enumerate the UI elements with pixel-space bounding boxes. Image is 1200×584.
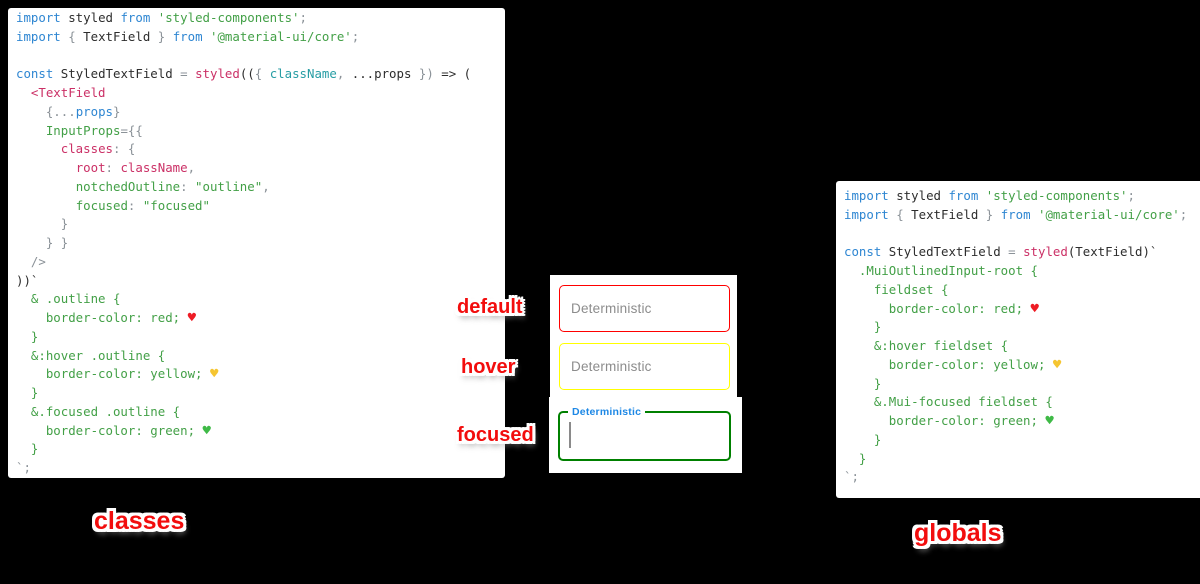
code-line: &:hover .outline { bbox=[16, 347, 166, 363]
heart-green-icon: ♥ bbox=[1045, 413, 1054, 429]
annotation-default: default bbox=[457, 296, 523, 318]
code-line: } } bbox=[45, 235, 69, 250]
code-panel-classes: import styled from 'styled-components'; i… bbox=[8, 8, 505, 478]
code-line: import styled from 'styled-components'; bbox=[16, 10, 307, 25]
code-line: <TextField bbox=[30, 85, 106, 100]
code-line: } bbox=[844, 319, 882, 335]
caption-globals: globals bbox=[914, 519, 1002, 547]
textfield-focused[interactable]: Deterministic bbox=[558, 406, 731, 461]
heart-red-icon: ♥ bbox=[1030, 300, 1039, 317]
textfield-hover-placeholder: Deterministic bbox=[571, 359, 652, 374]
code-line: } bbox=[844, 450, 867, 466]
code-line bbox=[844, 225, 1200, 244]
code-line: } bbox=[60, 216, 69, 232]
code-line: focused: "focused" bbox=[75, 197, 210, 213]
code-line: const StyledTextField = styled(TextField… bbox=[844, 244, 1158, 260]
code-line: border-color: green; ♥ bbox=[844, 413, 1054, 429]
code-line bbox=[16, 47, 505, 66]
textfield-default-placeholder: Deterministic bbox=[571, 301, 652, 316]
code-line: InputProps={{ bbox=[45, 122, 143, 138]
code-line: fieldset { bbox=[844, 281, 949, 297]
annotation-focused: focused bbox=[457, 424, 534, 446]
code-line: border-color: yellow; ♥ bbox=[844, 356, 1062, 373]
code-line: import styled from 'styled-components'; bbox=[844, 188, 1135, 203]
code-line: border-color: red; ♥ bbox=[844, 300, 1039, 317]
code-line: const StyledTextField = styled(({ classN… bbox=[16, 66, 472, 82]
code-line: .MuiOutlinedInput-root { bbox=[844, 263, 1038, 278]
code-line: ))` bbox=[16, 272, 39, 288]
code-line: import { TextField } from '@material-ui/… bbox=[16, 28, 360, 44]
code-line: root: className, bbox=[75, 160, 196, 175]
code-line: &.Mui-focused fieldset { bbox=[844, 394, 1053, 410]
textfield-focused-label: Deterministic bbox=[568, 406, 646, 418]
code-line: classes: { bbox=[60, 141, 136, 157]
code-line: {...props} bbox=[45, 103, 121, 119]
code-line: &.focused .outline { bbox=[16, 403, 181, 419]
heart-yellow-icon: ♥ bbox=[209, 366, 219, 383]
code-line: border-color: red; ♥ bbox=[16, 310, 197, 326]
code-line: import { TextField } from '@material-ui/… bbox=[844, 206, 1188, 222]
heart-green-icon: ♥ bbox=[202, 422, 211, 439]
code-panel-globals: import styled from 'styled-components'; i… bbox=[836, 181, 1200, 498]
code-line: `; bbox=[844, 469, 859, 485]
textfield-hover[interactable]: Deterministic bbox=[559, 343, 730, 390]
code-line: & .outline { bbox=[16, 291, 121, 307]
text-cursor bbox=[569, 422, 571, 448]
code-line: notchedOutline: "outline", bbox=[75, 178, 270, 194]
code-line: border-color: green; ♥ bbox=[16, 422, 211, 439]
code-line: } bbox=[16, 328, 39, 344]
textfield-demo-panel-focused: Deterministic bbox=[549, 397, 742, 473]
code-line: } bbox=[844, 431, 882, 447]
heart-yellow-icon: ♥ bbox=[1052, 356, 1062, 373]
textfield-demo-panel: Deterministic Deterministic bbox=[550, 275, 737, 397]
textfield-default[interactable]: Deterministic bbox=[559, 285, 730, 332]
code-line: /> bbox=[30, 253, 46, 269]
annotation-hover: hover bbox=[461, 356, 516, 378]
code-line: &:hover fieldset { bbox=[844, 338, 1009, 353]
code-line: } bbox=[844, 375, 882, 391]
code-line: border-color: yellow; ♥ bbox=[16, 366, 219, 383]
code-line: } bbox=[16, 441, 39, 457]
code-line: `; bbox=[16, 460, 31, 475]
code-line: } bbox=[16, 385, 39, 400]
heart-red-icon: ♥ bbox=[187, 310, 197, 326]
caption-classes: classes bbox=[94, 507, 185, 535]
